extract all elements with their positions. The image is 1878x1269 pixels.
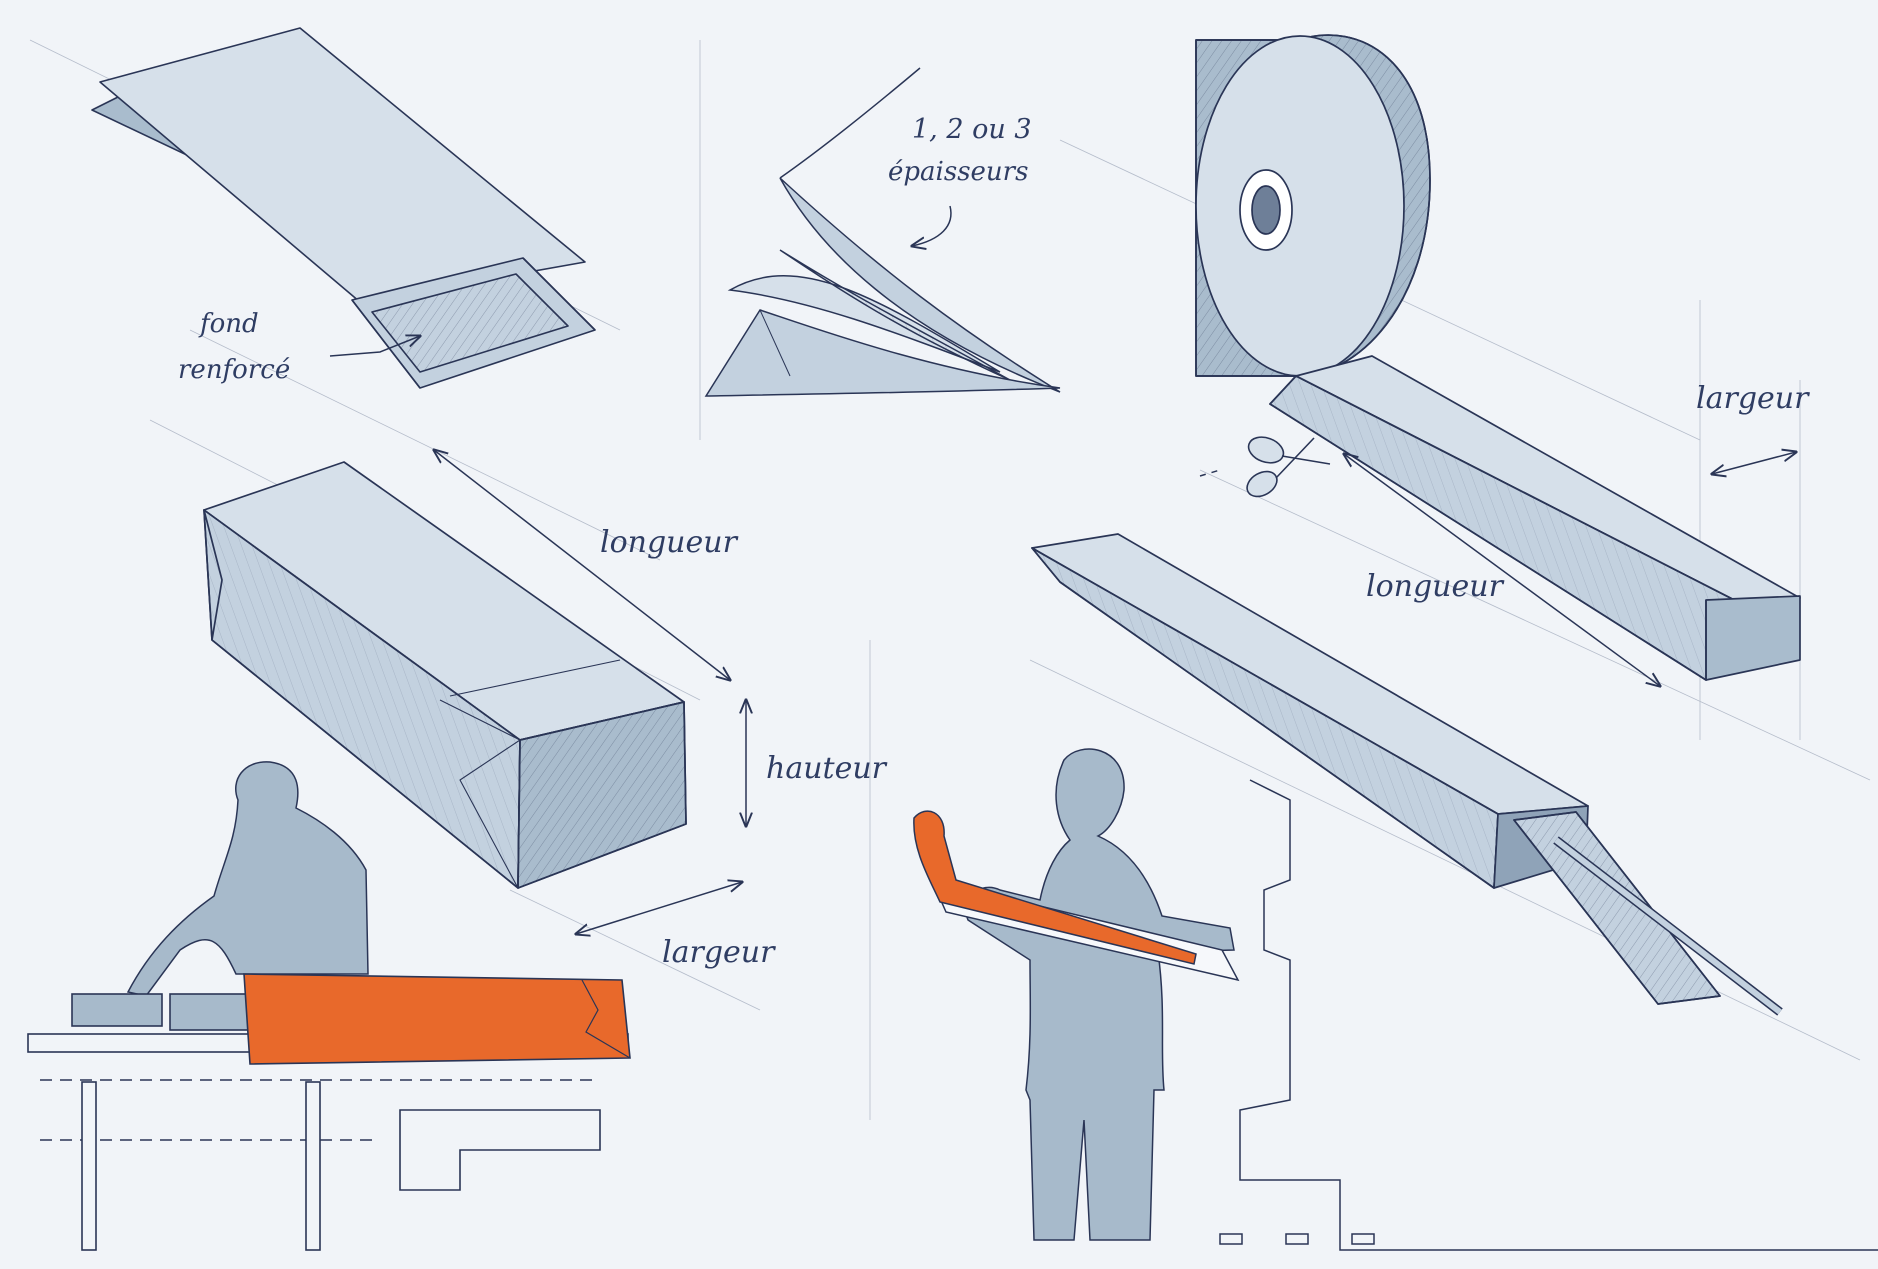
paper-layers [704,67,1061,397]
orange-bag [243,973,631,1065]
flat-bag-body [99,27,586,303]
largeur-right-label: largeur [1696,381,1810,416]
machine-outline [1239,779,1878,1251]
epaisseurs-label-line2: épaisseurs [888,157,1028,187]
largeur-left-label: largeur [662,935,776,970]
worker-left [126,761,369,997]
layer-long-curve [779,67,921,179]
flat-bag-bottom-inner [371,273,569,373]
hauteur-label: hauteur [766,751,888,786]
worker-right [913,748,1878,1251]
roll-face [1195,35,1405,377]
conveyor-table [27,973,631,1251]
bag-gusset-fold [203,509,223,641]
epaisseurs-label-line1: 1, 2 ou 3 [912,114,1032,145]
longueur-right-label: longueur [1366,569,1505,604]
bag-end-fold [439,699,521,889]
fond-label: fond renforcé [178,309,420,385]
flat-bag-reinforced-bottom [91,27,596,389]
held-tube-orange [913,810,1197,965]
roll-dimension-arrows [1199,452,1796,686]
tube-on-mandrel [1031,533,1783,1016]
table-frame [399,1109,601,1191]
strip-end [1705,595,1801,681]
fond-label-line1: fond [198,309,259,339]
scissors-icon [1246,436,1331,498]
layer-bottom [704,309,1061,397]
table-leg-2 [305,1081,321,1251]
layer-top [779,177,1061,393]
layer-middle [727,275,1001,373]
conveyor-block-dark-2 [169,993,251,1031]
worker-right-silhouette [965,748,1235,1241]
fond-label-line2: renforcé [178,355,290,385]
longueur-left-label: longueur [600,525,739,560]
epaisseurs-label: 1, 2 ou 3 épaisseurs [888,114,1032,246]
worker-left-silhouette [126,761,369,997]
conveyor-block-dark [71,993,163,1027]
roll-core-inner [1251,185,1281,235]
bag-dimension-arrows [434,450,746,934]
table-leg-1 [81,1081,97,1251]
